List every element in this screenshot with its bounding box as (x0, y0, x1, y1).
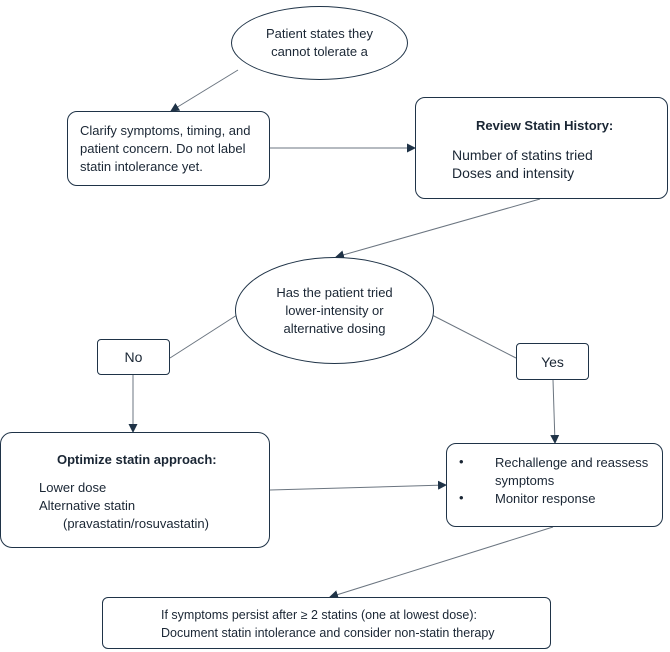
start-line-1: Patient states they (266, 26, 373, 41)
clarify-node: Clarify symptoms, timing, and patient co… (67, 111, 270, 186)
optimize-title: Optimize statin approach: (57, 452, 217, 467)
review-node: Review Statin History: Number of statins… (415, 97, 668, 199)
no-label-text: No (124, 349, 143, 365)
rechallenge-item-1a: Rechallenge and reassess (495, 455, 649, 470)
yes-branch-label: Yes (516, 343, 589, 380)
arrow-optimize-to-rechallenge (269, 480, 447, 491)
arrow-rechallenge-to-final (329, 526, 554, 599)
optimize-item-1: Lower dose (39, 480, 107, 495)
bullet-icon: • (459, 454, 464, 469)
arrow-yes-to-rechallenge (550, 379, 560, 444)
optimize-item-3: (pravastatin/rosuvastatin) (63, 516, 209, 531)
start-node: Patient states they cannot tolerate a (231, 6, 408, 80)
decision-line-3: alternative dosing (283, 320, 386, 336)
arrow-review-to-decision (335, 198, 541, 260)
rechallenge-item-1b: symptoms (495, 473, 555, 488)
optimize-node: Optimize statin approach: Lower dose Alt… (0, 432, 270, 548)
decision-line-1: Has the patient tried (276, 284, 393, 300)
review-item-1: Number of statins tried (452, 147, 593, 163)
optimize-item-2: Alternative statin (39, 498, 136, 513)
bullet-icon: • (459, 490, 464, 505)
yes-label-text: Yes (541, 353, 564, 370)
review-item-2: Doses and intensity (452, 165, 575, 181)
start-line-2: cannot tolerate a (271, 44, 368, 59)
clarify-line-2: patient concern. Do not label (80, 141, 246, 156)
decision-line-2: lower-intensity or (285, 302, 384, 318)
review-title: Review Statin History: (476, 118, 614, 133)
clarify-line-3: statin intolerance yet. (80, 159, 203, 174)
no-branch-label: No (97, 339, 170, 375)
decision-node: Has the patient tried lower-intensity or… (235, 257, 434, 364)
arrow-start-to-clarify (170, 69, 239, 112)
final-line-1: If symptoms persist after ≥ 2 statins (o… (161, 608, 478, 622)
line-decision-to-no (169, 314, 238, 359)
rechallenge-node: • Rechallenge and reassess symptoms • Mo… (446, 443, 663, 527)
line-decision-to-yes (431, 314, 517, 359)
rechallenge-item-2: Monitor response (495, 491, 596, 506)
final-line-2: Document statin intolerance and consider… (161, 626, 495, 640)
clarify-line-1: Clarify symptoms, timing, and (80, 123, 251, 138)
final-node: If symptoms persist after ≥ 2 statins (o… (102, 597, 551, 649)
